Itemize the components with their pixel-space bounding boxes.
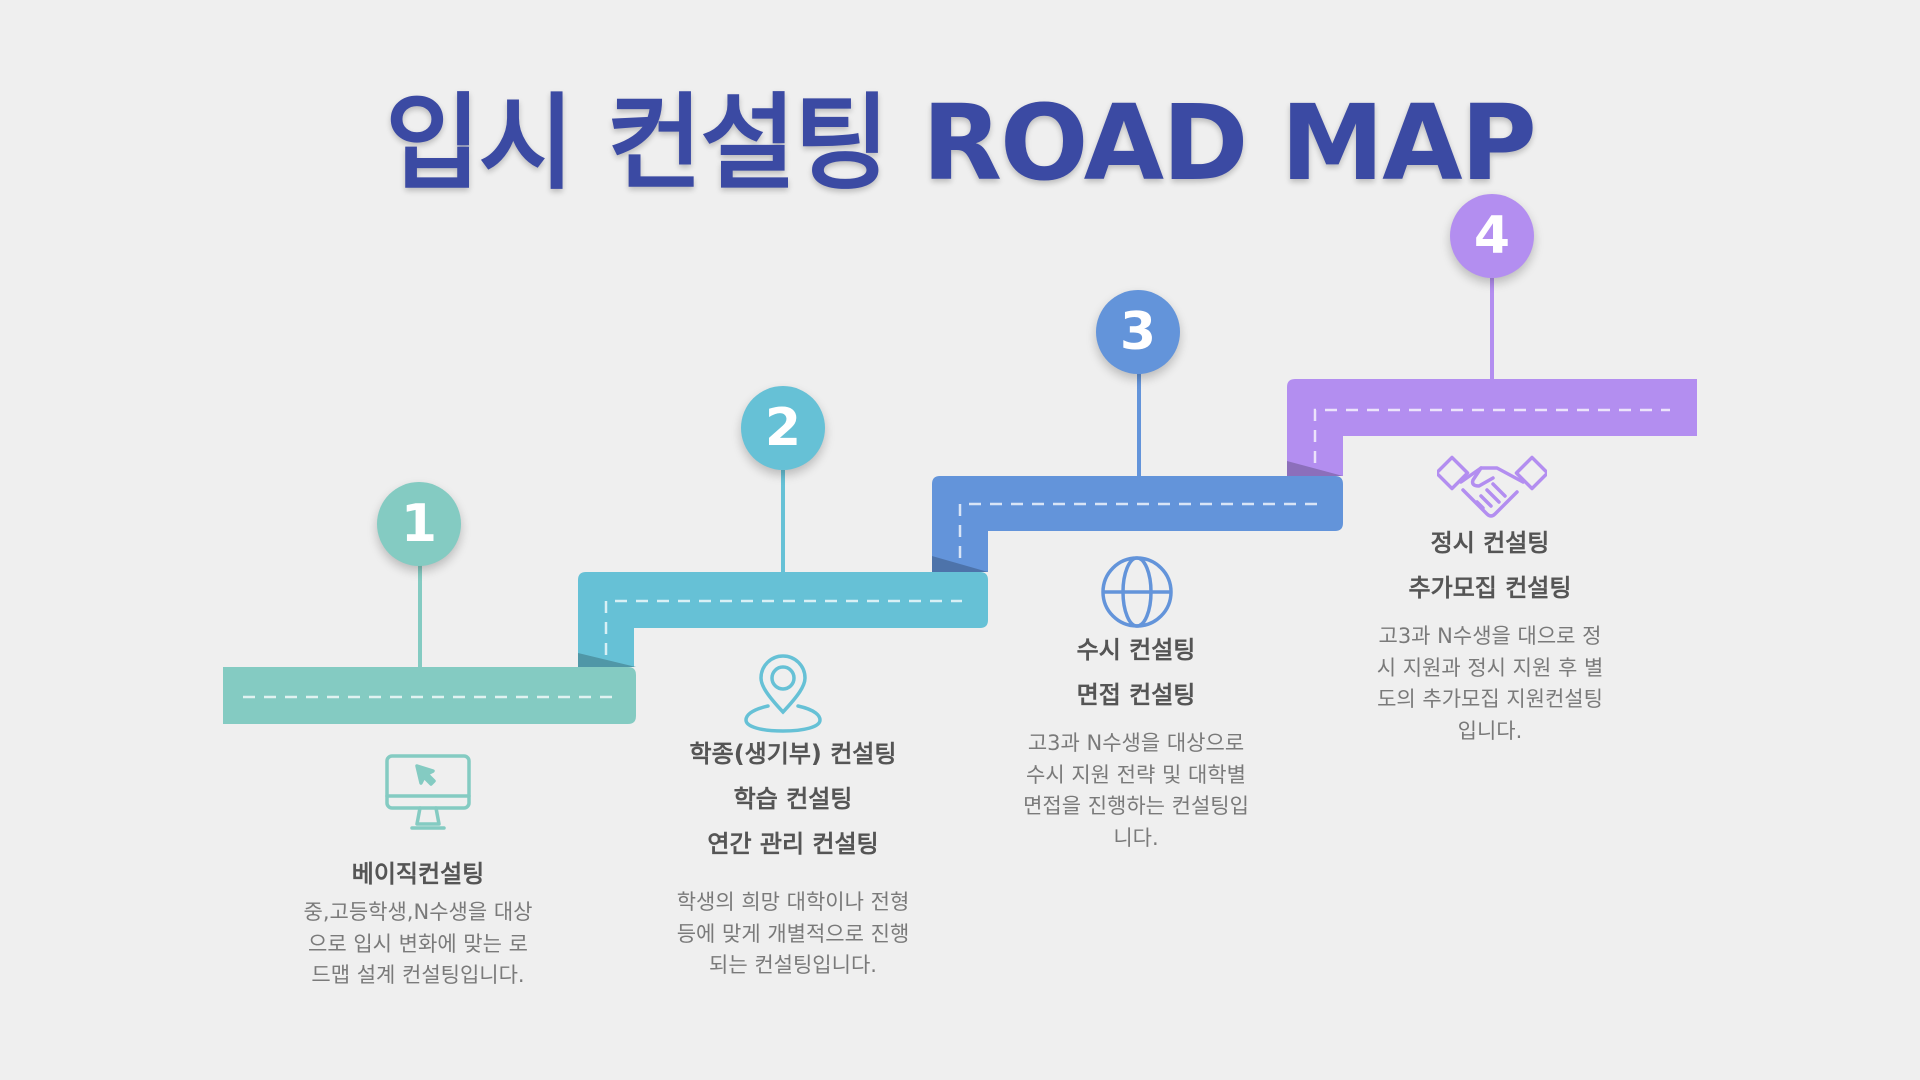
step-4-road: [1287, 379, 1697, 476]
step-4-text: 정시 컨설팅 추가모집 컨설팅 고3과 N수생을 대으로 정시 지원과 정시 지…: [1368, 521, 1612, 747]
step-2-dash: [604, 599, 962, 655]
step-2-headings: 학종(생기부) 컨설팅 학습 컨설팅 연간 관리 컨설팅: [663, 732, 923, 867]
step-1-description: 중,고등학생,N수생을 대상으로 입시 변화에 맞는 로드맵 설계 컨설팅입니다…: [303, 900, 533, 987]
step-3-road: [932, 476, 1343, 572]
step-4-heading-2: 추가모집 컨설팅: [1408, 574, 1572, 602]
step-2-description: 학생의 희망 대학이나 전형 등에 맞게 개별적으로 진행되는 컨설팅입니다.: [676, 890, 910, 977]
handshake-icon: [1437, 455, 1547, 518]
step-2-road: [578, 572, 988, 667]
step-2-heading-3: 연간 관리 컨설팅: [707, 830, 879, 858]
step-2-fold: [578, 653, 636, 667]
step-1-number-badge: 1: [377, 482, 461, 566]
step-4-headings: 정시 컨설팅 추가모집 컨설팅: [1368, 521, 1612, 611]
step-4-fold: [1287, 461, 1343, 476]
step-2-heading-1: 학종(생기부) 컨설팅: [689, 740, 897, 768]
step-3-headings: 수시 컨설팅 면접 컨설팅: [1015, 628, 1257, 718]
monitor-icon: [385, 754, 471, 830]
step-4-heading-1: 정시 컨설팅: [1430, 529, 1550, 557]
step-2-number-badge: 2: [741, 386, 825, 470]
step-1-heading: 베이직컨설팅: [351, 860, 485, 888]
step-4-dash: [1313, 408, 1670, 463]
step-3-description: 고3과 N수생을 대상으로 수시 지원 전략 및 대학별 면접을 진행하는 컨설…: [1023, 731, 1249, 850]
step-3-dash: [958, 502, 1318, 558]
step-1-text: 베이직컨설팅 중,고등학생,N수생을 대상으로 입시 변화에 맞는 로드맵 설계…: [298, 852, 538, 992]
step-3-heading-1: 수시 컨설팅: [1076, 636, 1196, 664]
step-3-text: 수시 컨설팅 면접 컨설팅 고3과 N수생을 대상으로 수시 지원 전략 및 대…: [1015, 628, 1257, 854]
page-title: 입시 컨설팅 ROAD MAP: [385, 82, 1537, 204]
location-pin-icon: [744, 654, 822, 733]
step-2-heading-2: 학습 컨설팅: [733, 785, 853, 813]
step-3-heading-2: 면접 컨설팅: [1076, 681, 1196, 709]
step-3-fold: [932, 556, 988, 572]
step-3-number-badge: 3: [1096, 290, 1180, 374]
step-4-number-badge: 4: [1450, 194, 1534, 278]
step-1-headings: 베이직컨설팅: [298, 852, 538, 897]
step-2-text: 학종(생기부) 컨설팅 학습 컨설팅 연간 관리 컨설팅 학생의 희망 대학이나…: [663, 732, 923, 982]
globe-icon: [1101, 556, 1173, 628]
step-4-description: 고3과 N수생을 대으로 정시 지원과 정시 지원 후 별도의 추가모집 지원컨…: [1376, 624, 1604, 743]
step-1-road: [223, 667, 636, 724]
